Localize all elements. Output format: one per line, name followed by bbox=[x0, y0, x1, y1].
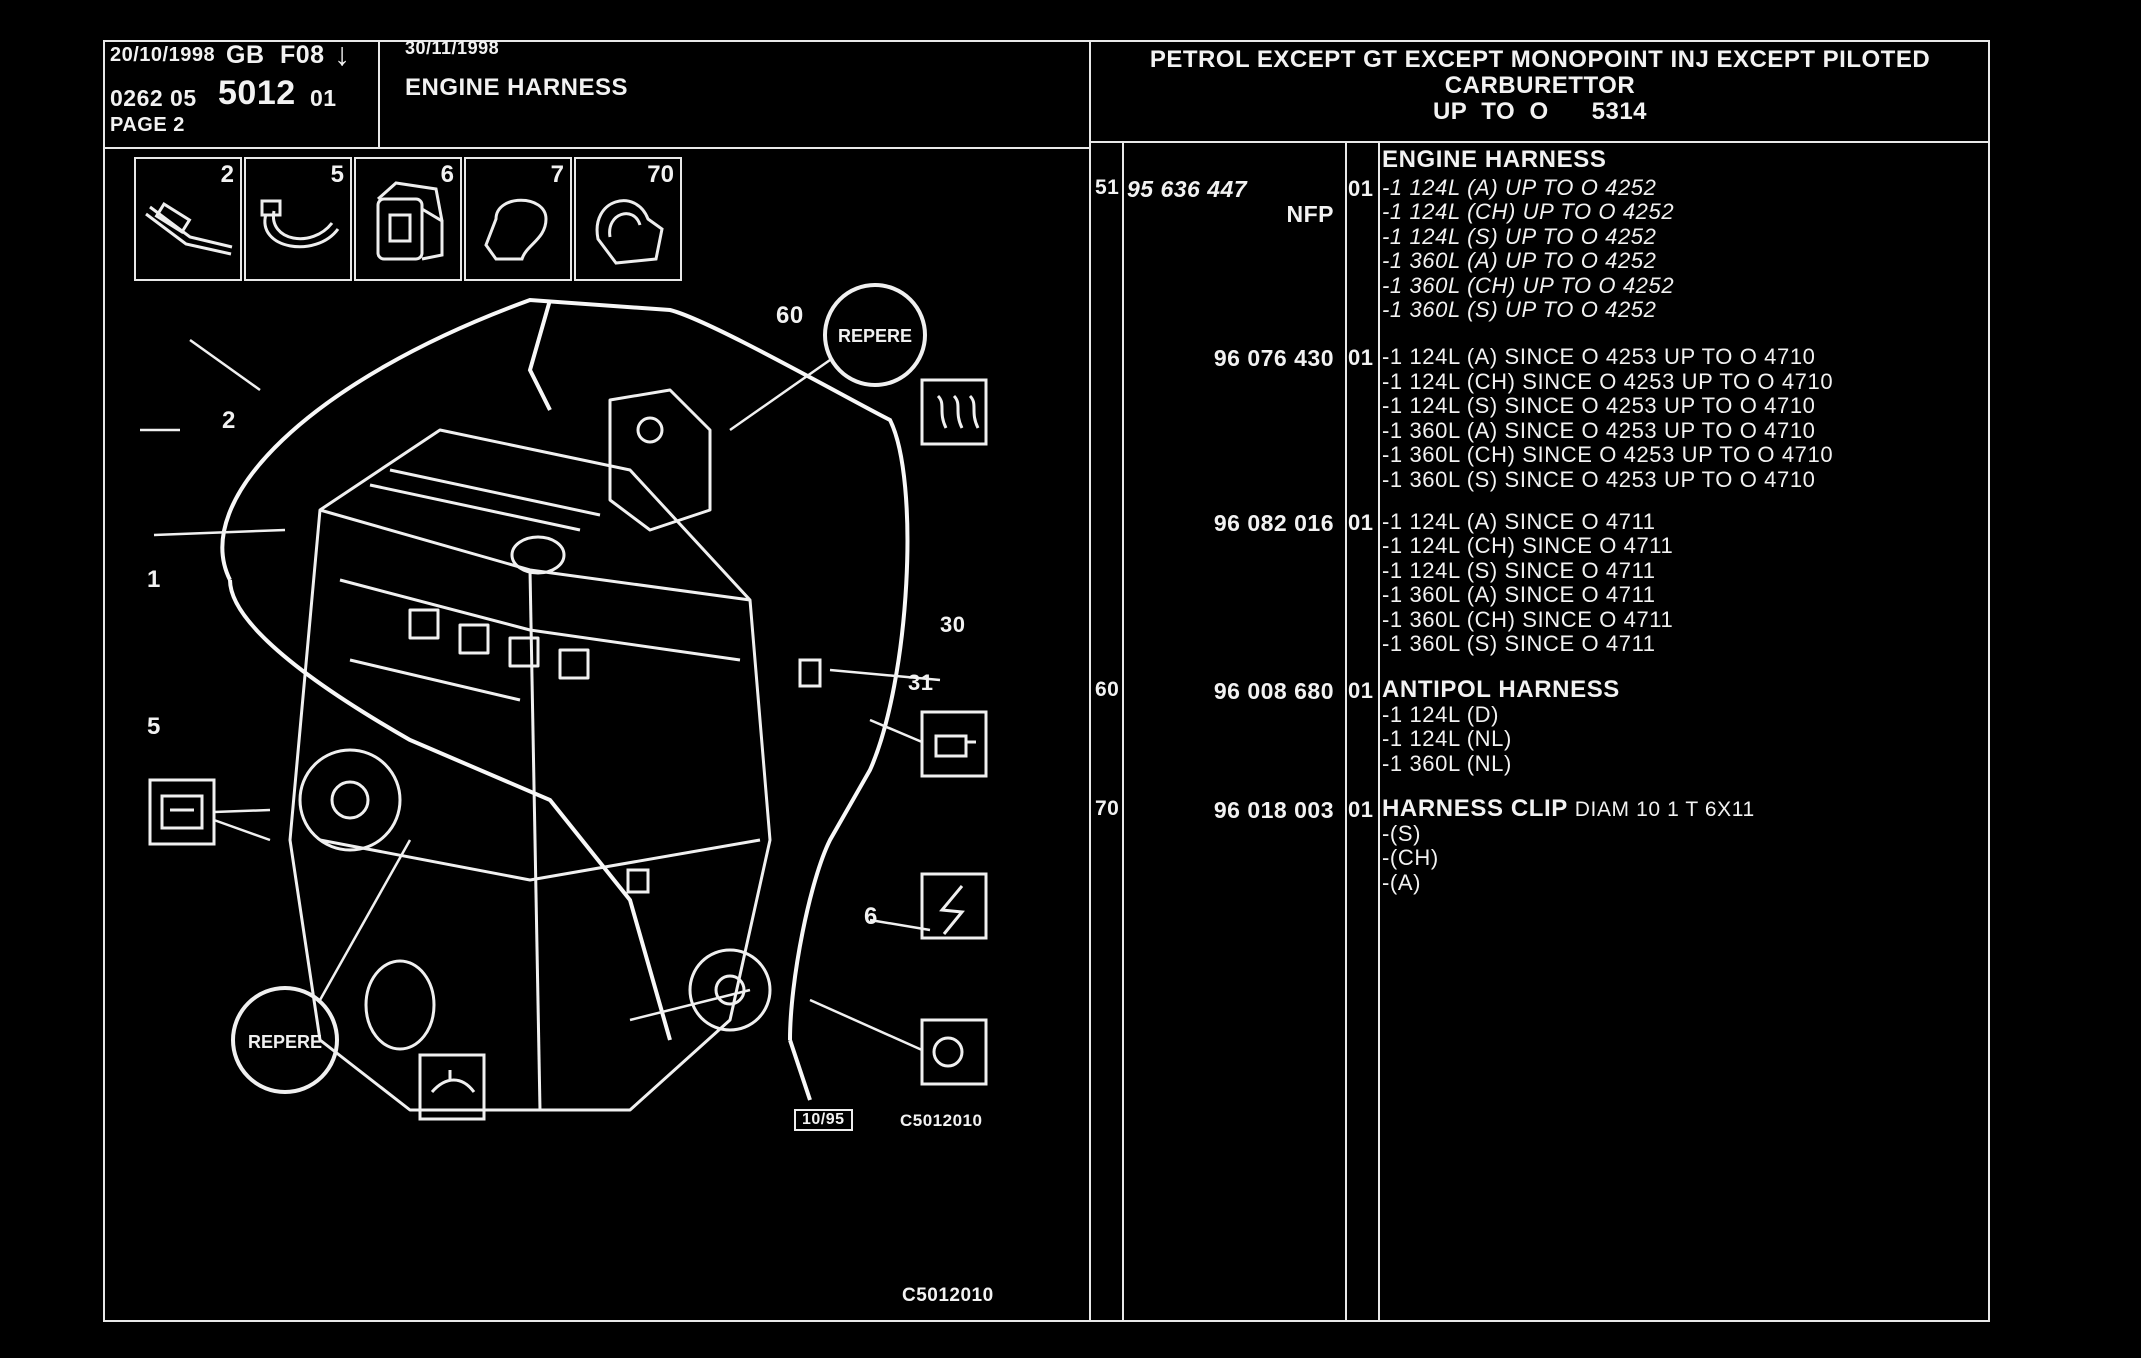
part-qty: 01 bbox=[1348, 797, 1374, 822]
tool-num: 6 bbox=[440, 161, 454, 188]
header-ref-prefix: 0262 05 bbox=[110, 85, 197, 111]
header-rule-right bbox=[1090, 141, 1990, 143]
part-number: 96 076 430 bbox=[1213, 345, 1334, 371]
part-qty: 01 bbox=[1348, 345, 1374, 370]
part-number: 95 636 447 bbox=[1127, 176, 1248, 202]
part-line: -1 124L (A) UP TO O 4252 bbox=[1382, 175, 1657, 200]
applicability-line-3: UP TO O 5314 bbox=[1432, 98, 1648, 125]
callout-30: 30 bbox=[940, 612, 966, 637]
part-number: 96 008 680 bbox=[1213, 678, 1334, 704]
header-date-right: 30/11/1998 bbox=[405, 38, 500, 58]
grommet-icon bbox=[484, 198, 548, 261]
cable-icon bbox=[145, 202, 233, 256]
tool-num: 70 bbox=[647, 161, 674, 188]
part-nfp: NFP bbox=[1286, 201, 1334, 227]
clip-icon bbox=[376, 181, 444, 261]
part-heading: ENGINE HARNESS bbox=[1382, 146, 1607, 173]
part-heading: ANTIPOL HARNESS bbox=[1382, 676, 1620, 703]
tool-num: 2 bbox=[220, 161, 234, 188]
part-line: -1 360L (S) SINCE O 4711 bbox=[1382, 631, 1656, 656]
part-line: -1 124L (NL) bbox=[1382, 726, 1512, 751]
carburettor bbox=[608, 388, 712, 532]
callout-1: 1 bbox=[147, 566, 161, 593]
part-line: -1 124L (S) SINCE O 4253 UP TO O 4710 bbox=[1382, 393, 1816, 418]
part-line: -1 124L (D) bbox=[1382, 702, 1500, 727]
tool-box-7: 7 bbox=[464, 157, 572, 281]
page-title: ENGINE HARNESS bbox=[405, 74, 629, 101]
part-line: -1 124L (S) UP TO O 4252 bbox=[1382, 224, 1657, 249]
header-lang: GB bbox=[226, 41, 265, 69]
part-line: -1 360L (S) SINCE O 4253 UP TO O 4710 bbox=[1382, 467, 1816, 492]
part-line: -1 360L (S) UP TO O 4252 bbox=[1382, 297, 1657, 322]
part-qty: 01 bbox=[1348, 176, 1374, 201]
tie-icon bbox=[260, 199, 340, 249]
pulley bbox=[688, 948, 772, 1032]
part-line: -1 124L (A) SINCE O 4253 UP TO O 4710 bbox=[1382, 344, 1816, 369]
callout-60: 60 bbox=[776, 302, 804, 329]
tool-num: 5 bbox=[330, 161, 344, 188]
part-line: -1 124L (S) SINCE O 4711 bbox=[1382, 558, 1656, 583]
stamp-label-top: REPERE bbox=[838, 326, 912, 346]
footer-code-box: 10/95 bbox=[794, 1109, 853, 1131]
oil-filter bbox=[364, 959, 436, 1051]
alternator bbox=[298, 748, 402, 852]
part-line: -1 360L (A) SINCE O 4711 bbox=[1382, 582, 1656, 607]
header-rule-left bbox=[103, 147, 1090, 149]
header-section: F08 bbox=[280, 41, 325, 69]
part-ref: 60 bbox=[1095, 678, 1120, 701]
header-page: PAGE 2 bbox=[110, 114, 185, 136]
part-line: -(S) bbox=[1382, 821, 1422, 846]
part-heading: HARNESS CLIP DIAM 10 1 T 6X11 bbox=[1382, 795, 1755, 823]
part-line: -1 360L (A) SINCE O 4253 UP TO O 4710 bbox=[1382, 418, 1816, 443]
stamp-label-bottom: REPERE bbox=[248, 1032, 322, 1052]
part-line: -1 124L (CH) SINCE O 4253 UP TO O 4710 bbox=[1382, 369, 1834, 394]
bottom-code: C5012010 bbox=[902, 1285, 994, 1306]
part-line: -1 360L (A) UP TO O 4252 bbox=[1382, 248, 1657, 273]
header-ref-main: 5012 bbox=[218, 74, 296, 112]
center-divider bbox=[1089, 40, 1091, 1322]
part-line: -(CH) bbox=[1382, 845, 1439, 870]
part-number: 96 018 003 bbox=[1213, 797, 1334, 823]
applicability-line-1: PETROL EXCEPT GT EXCEPT MONOPOINT INJ EX… bbox=[1149, 46, 1931, 73]
callout-2: 2 bbox=[222, 407, 236, 434]
part-line: -1 360L (CH) UP TO O 4252 bbox=[1382, 273, 1675, 298]
part-heading-text: HARNESS CLIP bbox=[1382, 795, 1568, 822]
page-frame bbox=[103, 40, 1990, 1322]
part-line: -1 124L (CH) UP TO O 4252 bbox=[1382, 199, 1675, 224]
tool-box-5: 5 bbox=[244, 157, 352, 281]
tool-box-70: 70 bbox=[574, 157, 682, 281]
callout-31: 31 bbox=[908, 670, 934, 695]
header-divider bbox=[378, 40, 380, 147]
tool-box-6: 6 bbox=[354, 157, 462, 281]
part-line: -1 124L (CH) SINCE O 4711 bbox=[1382, 533, 1674, 558]
part-ref: 70 bbox=[1095, 797, 1120, 820]
engine-diagram: REPERE REPERE bbox=[140, 283, 988, 1121]
col-divider-desc bbox=[1378, 141, 1380, 1322]
part-qty: 01 bbox=[1348, 510, 1374, 535]
col-divider-ref bbox=[1122, 141, 1124, 1322]
footer-code: C5012010 bbox=[900, 1111, 983, 1130]
applicability-line-2: CARBURETTOR bbox=[1444, 72, 1636, 99]
part-line: -(A) bbox=[1382, 870, 1422, 895]
harness-wire bbox=[220, 297, 910, 1041]
tool-num: 7 bbox=[550, 161, 564, 188]
header-ref-suffix: 01 bbox=[310, 85, 337, 111]
header-arrow-icon: ↓ bbox=[334, 36, 351, 72]
part-line: -1 360L (NL) bbox=[1382, 751, 1512, 776]
header-date-left: 20/10/1998 bbox=[110, 44, 216, 66]
part-qty: 01 bbox=[1348, 678, 1374, 703]
harness-clip-icon bbox=[595, 199, 664, 265]
part-line: -1 360L (CH) SINCE O 4253 UP TO O 4710 bbox=[1382, 442, 1834, 467]
callout-5: 5 bbox=[147, 713, 161, 740]
col-divider-qty bbox=[1345, 141, 1347, 1322]
tool-box-2: 2 bbox=[134, 157, 242, 281]
part-number: 96 082 016 bbox=[1213, 510, 1334, 536]
part-ref: 51 bbox=[1095, 176, 1120, 199]
engine-block bbox=[288, 428, 772, 1112]
part-heading-suffix: DIAM 10 1 T 6X11 bbox=[1574, 798, 1755, 821]
part-line: -1 124L (A) SINCE O 4711 bbox=[1382, 509, 1656, 534]
callout-6: 6 bbox=[864, 903, 878, 930]
part-line: -1 360L (CH) SINCE O 4711 bbox=[1382, 607, 1674, 632]
